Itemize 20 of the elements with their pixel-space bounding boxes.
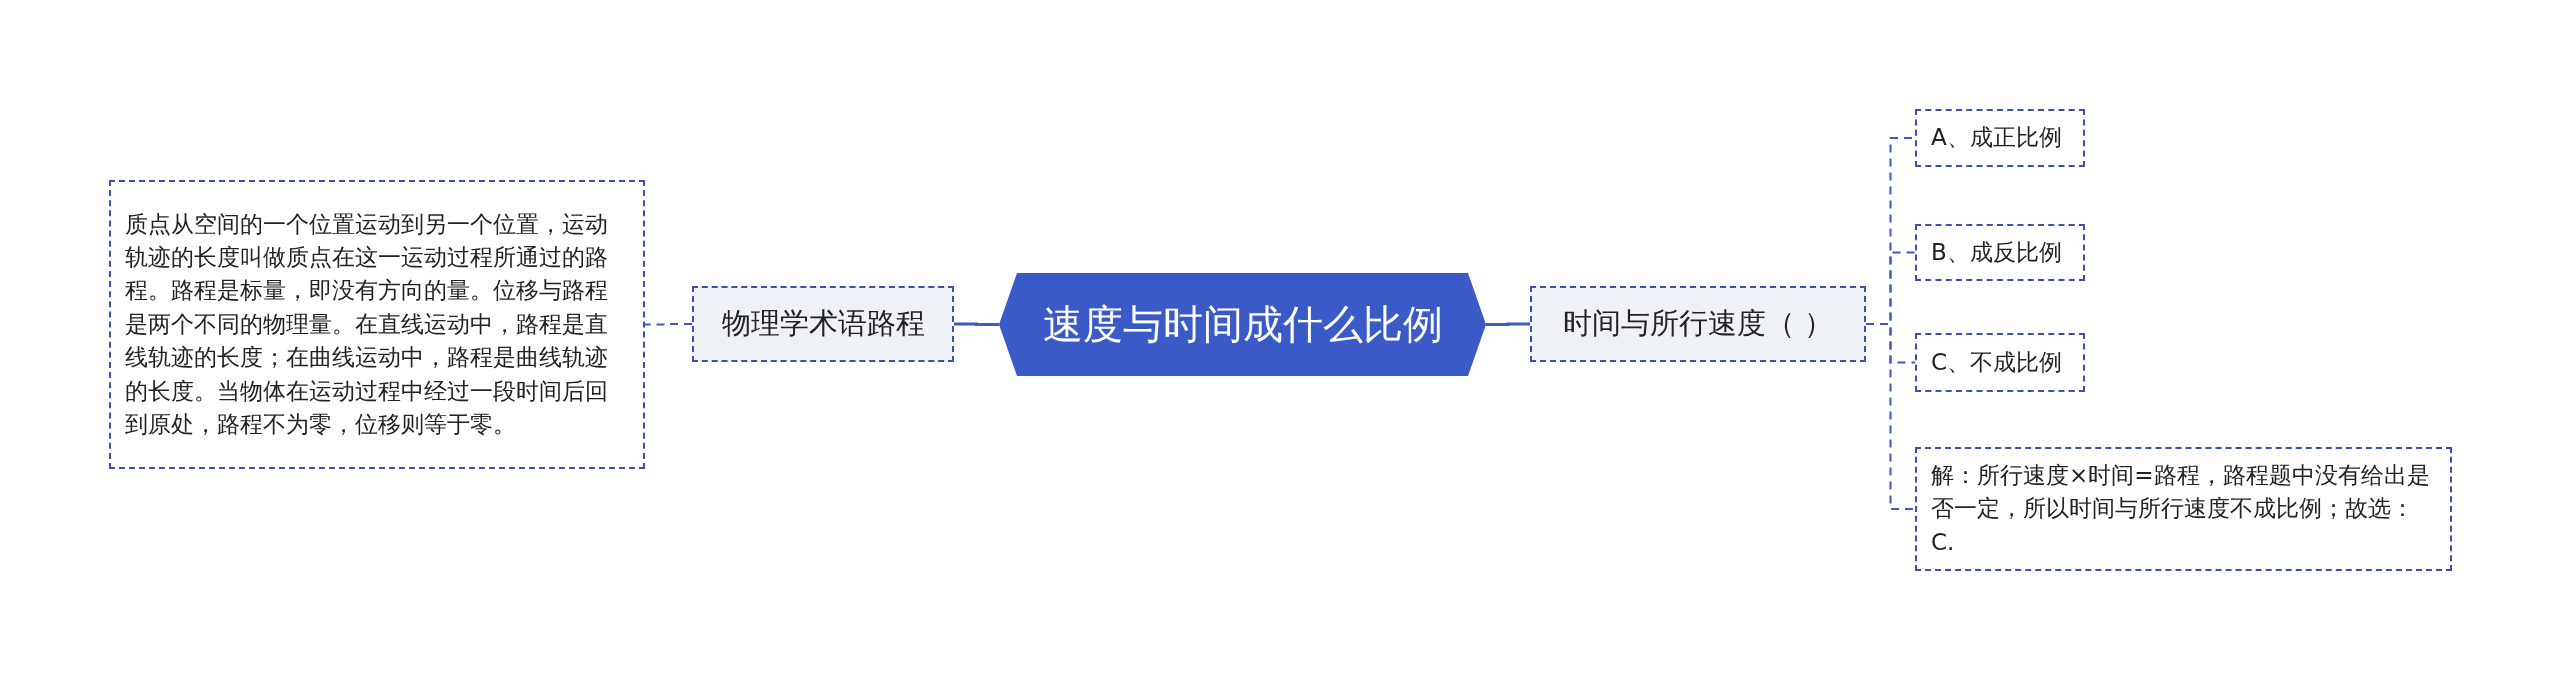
topic-text: 时间与所行速度（ ） (1562, 305, 1834, 342)
topic-text: 速度与时间成什么比例 (1042, 300, 1443, 349)
subtopic-box (1530, 286, 1866, 362)
topic-box (1915, 333, 2085, 392)
central-topic-hexagon (999, 273, 1486, 376)
topic-box (1915, 224, 2085, 281)
topic-text: A、成正比例 (1931, 123, 2062, 153)
connector-line (644, 323, 693, 326)
topic-box (1915, 109, 2085, 167)
topic-box (1915, 447, 2452, 571)
topic-text: 质点从空间的一个位置运动到另一个位置，运动轨迹的长度叫做质点在这一运动过程所通过的路程。路程是标量，即没有方向的量。位移与路程是两个不同的物理量。在直线运动中，路程是直线轨迹的长度；在曲线运动中，路程是曲线轨迹的长度。当物体在运动过程中经过一段时间后回到原处，路程不为零，位移则等于零。 (125, 209, 609, 439)
subtopic-box (692, 286, 954, 362)
connector-line (954, 322, 999, 326)
topic-text: 解：所行速度×时间=路程，路程题中没有给出是否一定，所以时间与所行速度不成比例；故选：C. (1931, 461, 2431, 557)
topic-text: 物理学术语路程 (721, 305, 925, 342)
topic-text: B、成反比例 (1931, 237, 2062, 267)
topic-box (109, 180, 645, 469)
connector-line (1486, 322, 1530, 326)
connector-line (1865, 323, 1916, 510)
topic-text: C、不成比例 (1931, 347, 2063, 377)
